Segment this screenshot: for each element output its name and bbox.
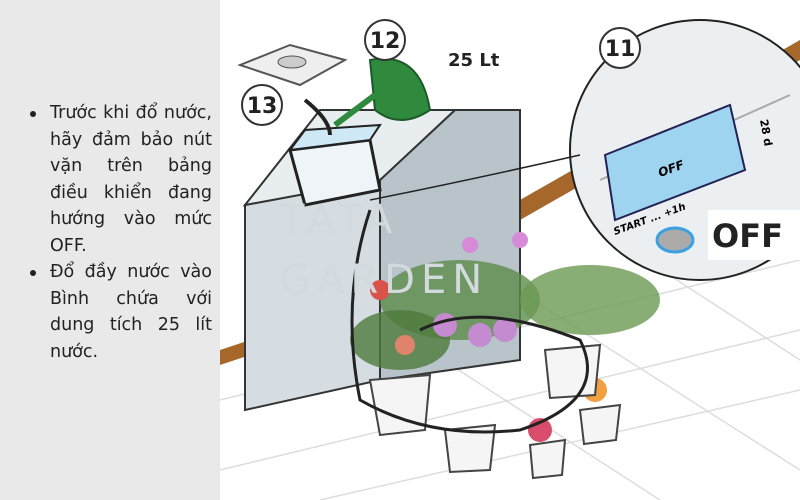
off-label: OFF xyxy=(712,217,783,255)
drip-tube xyxy=(350,209,589,434)
arrow-icon xyxy=(303,98,332,136)
watering-can xyxy=(333,57,432,128)
svg-text:12: 12 xyxy=(370,29,401,54)
instruction-item: Trước khi đổ nước, hãy đảm bảo nút vặn t… xyxy=(28,100,212,259)
instruction-panel: Trước khi đổ nước, hãy đảm bảo nút vặn t… xyxy=(0,0,220,500)
step-13-badge: 13 xyxy=(241,84,283,126)
water-tank xyxy=(287,123,382,207)
svg-text:11: 11 xyxy=(605,37,636,62)
zoom-callout: OFF START ... +1h 28 d OFF xyxy=(569,19,800,281)
svg-text:13: 13 xyxy=(247,94,278,119)
instruction-list: Trước khi đổ nước, hãy đảm bảo nút vặn t… xyxy=(28,100,212,365)
lid xyxy=(237,43,348,87)
watering-system-illustration: OFF START ... +1h 28 d OFF 11 12 25 Lt 1… xyxy=(220,19,800,500)
dial-label: 28 d xyxy=(757,118,774,147)
volume-label: 25 Lt xyxy=(448,50,500,71)
instruction-item: Đổ đầy nước vào Bình chứa với dung tích … xyxy=(28,259,212,365)
step-12-badge: 12 xyxy=(364,19,406,61)
start-button xyxy=(655,226,695,254)
step-11-badge: 11 xyxy=(599,27,641,69)
